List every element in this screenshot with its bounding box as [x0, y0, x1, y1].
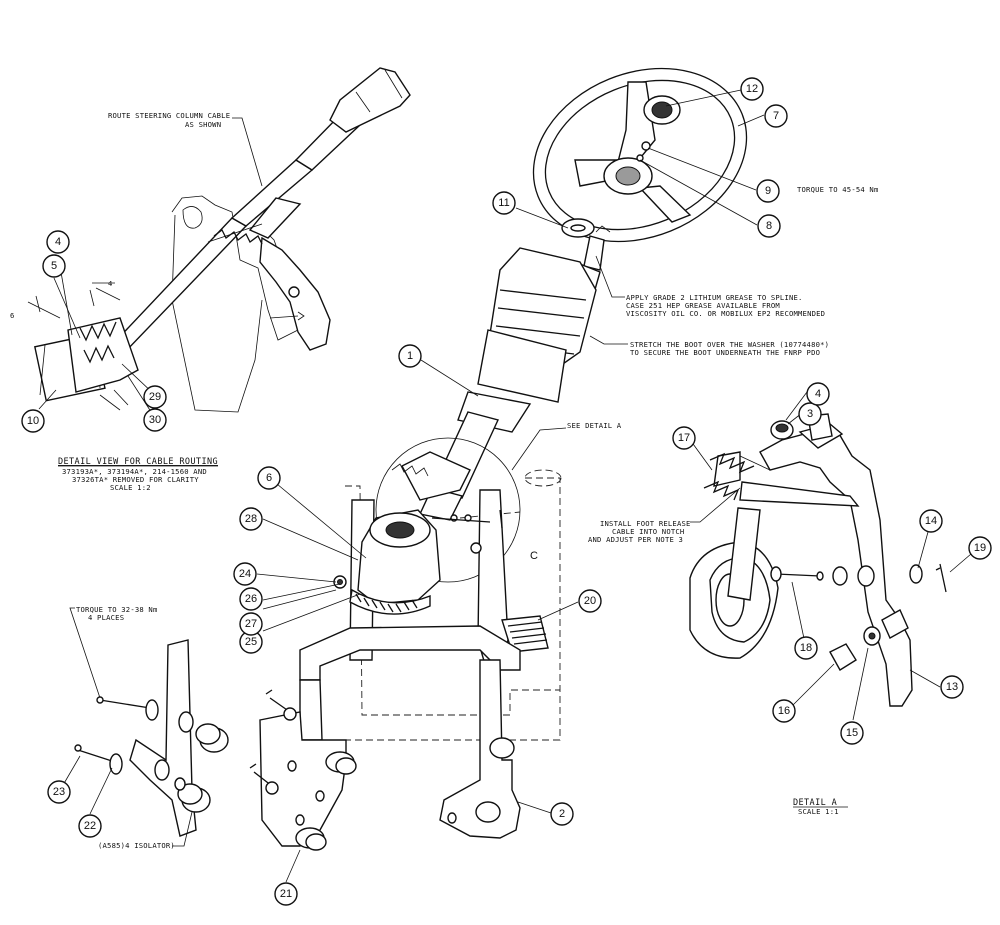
callout-10: 10: [21, 409, 45, 433]
foot-release-note-line1: INSTALL FOOT RELEASE: [600, 519, 691, 528]
boot-note-line2: TO SECURE THE BOOT UNDERNEATH THE FNRP P…: [630, 348, 820, 357]
detail-view-title: DETAIL VIEW FOR CABLE ROUTING: [58, 457, 218, 467]
svg-text:5: 5: [51, 260, 57, 272]
callout-17: 17: [672, 426, 696, 450]
callout-4b: 4: [46, 230, 70, 254]
grease-note-line1: APPLY GRADE 2 LITHIUM GREASE TO SPLINE.: [626, 293, 803, 302]
route-cable-note-line1: ROUTE STEERING COLUMN CABLE: [108, 111, 230, 120]
svg-text:14: 14: [925, 515, 937, 527]
detail-view-line1: 373193A*, 373194A*, 214-1560 AND: [62, 467, 207, 476]
svg-text:24: 24: [239, 568, 251, 580]
callout-16: 16: [772, 699, 796, 723]
grease-note-line2: CASE 251 HEP GREASE AVAILABLE FROM: [626, 301, 780, 310]
steering-column-boot: STRETCH THE BOOT OVER THE WASHER (107744…: [418, 247, 829, 521]
svg-text:20: 20: [584, 595, 596, 607]
callout-24: 24: [233, 562, 257, 586]
svg-text:26: 26: [245, 593, 257, 605]
detail-a-assembly: INSTALL FOOT RELEASE CABLE INTO NOTCH AN…: [588, 413, 947, 816]
callout-2: 2: [550, 802, 574, 826]
detail-view-cable-routing: 4 6 ROUTE STEERING COLUMN CABLE AS SHOWN…: [10, 67, 411, 492]
callout-6: 6: [257, 466, 281, 490]
see-detail-a-text: SEE DETAIL A: [567, 421, 622, 430]
callout-26: 26: [239, 587, 263, 611]
callout-22: 22: [78, 814, 102, 838]
svg-text:21: 21: [280, 888, 292, 900]
pedestal-frame: SEE DETAIL A C: [249, 421, 622, 851]
callout-3: 3: [798, 402, 822, 426]
callout-9: 9: [756, 179, 780, 203]
svg-text:1: 1: [407, 350, 413, 362]
svg-text:19: 19: [974, 542, 986, 554]
svg-text:8: 8: [766, 220, 772, 232]
callout-19: 19: [968, 536, 992, 560]
torque-9-note: TORQUE TO 45-54 Nm: [797, 185, 879, 194]
dim-4-text: 4: [108, 279, 113, 288]
callout-18: 18: [794, 636, 818, 660]
callout-30: 30: [143, 408, 167, 432]
callout-12: 12: [740, 77, 764, 101]
callout-20: 20: [578, 589, 602, 613]
callout-28: 28: [239, 507, 263, 531]
svg-text:29: 29: [149, 391, 161, 403]
svg-text:17: 17: [678, 432, 690, 444]
svg-text:30: 30: [149, 414, 161, 426]
torque-32-note: TORQUE TO 32-38 Nm: [76, 605, 158, 614]
callout-1: 1: [398, 344, 422, 368]
callout-8: 8: [757, 214, 781, 238]
callout-4: 4: [806, 382, 830, 406]
svg-text:3: 3: [807, 408, 813, 420]
svg-text:10: 10: [27, 415, 39, 427]
svg-text:2: 2: [559, 808, 565, 820]
svg-text:22: 22: [84, 820, 96, 832]
svg-text:7: 7: [773, 110, 779, 122]
letter-c-text: C: [530, 550, 538, 562]
svg-text:4: 4: [815, 388, 821, 400]
svg-text:9: 9: [765, 185, 771, 197]
detail-view-line2: 37326TA* REMOVED FOR CLARITY: [72, 475, 199, 484]
detail-a-title: DETAIL A: [793, 798, 837, 808]
svg-text:15: 15: [846, 727, 858, 739]
svg-text:16: 16: [778, 705, 790, 717]
isolator-note: (A585)4 ISOLATOR): [98, 841, 175, 850]
svg-text:23: 23: [53, 786, 65, 798]
svg-text:28: 28: [245, 513, 257, 525]
callout-11: 11: [492, 191, 516, 215]
callout-5: 5: [42, 254, 66, 278]
grease-note-line3: VISCOSITY OIL CO. OR MOBILUX EP2 RECOMME…: [626, 309, 825, 318]
svg-text:12: 12: [746, 83, 758, 95]
callout-13: 13: [940, 675, 964, 699]
detail-a-scale: SCALE 1:1: [798, 807, 839, 816]
callout-27-visible: 27: [239, 612, 263, 636]
svg-text:13: 13: [946, 681, 958, 693]
callout-14: 14: [919, 509, 943, 533]
callout-15: 15: [840, 721, 864, 745]
svg-text:6: 6: [266, 472, 272, 484]
svg-text:4: 4: [55, 236, 61, 248]
callout-29: 29: [143, 385, 167, 409]
foot-release-note-line3: AND ADJUST PER NOTE 3: [588, 535, 683, 544]
four-places-note: 4 PLACES: [88, 613, 124, 622]
callout-7: 7: [764, 104, 788, 128]
svg-text:11: 11: [498, 197, 509, 209]
foot-release-note-line2: CABLE INTO NOTCH: [612, 527, 684, 536]
steering-wheel-assembly: APPLY GRADE 2 LITHIUM GREASE TO SPLINE. …: [532, 67, 879, 318]
callout-21: 21: [274, 882, 298, 906]
callout-bubbles: 1 2 3 4 4 5 6 7 8 9 10 11 12 13 14 15 16…: [21, 77, 992, 906]
boot-note-line1: STRETCH THE BOOT OVER THE WASHER (107744…: [630, 340, 829, 349]
svg-text:27: 27: [245, 618, 257, 630]
svg-text:18: 18: [800, 642, 812, 654]
isolator-subview: TORQUE TO 32-38 Nm 4 PLACES (A585)4 ISOL…: [69, 605, 229, 850]
detail-view-scale: SCALE 1:2: [110, 483, 151, 492]
dim-6-text: 6: [10, 311, 15, 320]
route-cable-note-line2: AS SHOWN: [185, 120, 221, 129]
svg-text:25: 25: [245, 636, 257, 648]
callout-23: 23: [47, 780, 71, 804]
